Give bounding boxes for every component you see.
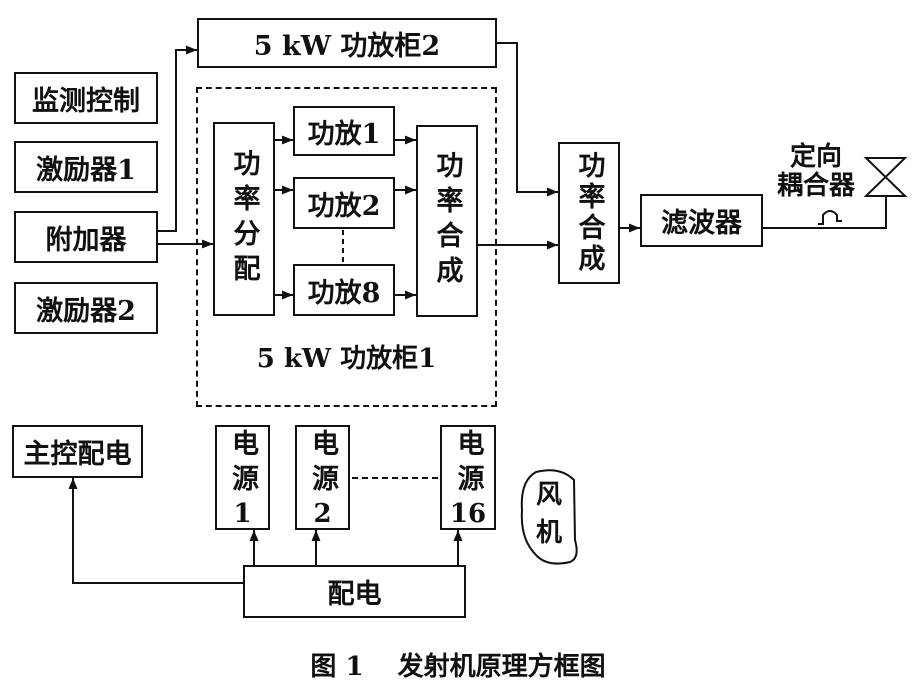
power-supply-16-block: 电源 16 (440, 425, 496, 530)
exciter-1-label: 激励器1 (36, 154, 136, 186)
amp-1-label: 功放1 (307, 118, 381, 150)
power-supply-1-label: 电源 (227, 428, 258, 499)
amp-cabinet-2-block: 5 kW 功放柜2 (197, 18, 497, 68)
antenna-icon (863, 157, 908, 197)
power-distribution-block: 配电 (243, 565, 466, 618)
figure-title: 发射机原理方框图 (397, 652, 606, 682)
filter-block: 滤波器 (640, 194, 763, 247)
power-supply-1-block: 电源 1 (215, 425, 270, 530)
power-supply-2-index: 2 (313, 498, 332, 529)
amp-cabinet-2-label: 5 kW 功放柜2 (253, 30, 441, 62)
power-supply-2-block: 电源 2 (295, 425, 350, 530)
amp-cabinet-1-label: 5 kW 功放柜1 (256, 344, 437, 374)
figure-number: 图 1 (310, 652, 364, 682)
power-divider-label: 功率分配 (228, 149, 260, 289)
power-supply-1-index: 1 (233, 498, 252, 529)
adder-label: 附加器 (45, 224, 127, 256)
outer-combiner-block: 功率合成 (558, 142, 620, 284)
amp-8-label: 功放8 (307, 277, 381, 309)
power-distribution-label: 配电 (327, 579, 382, 610)
amp-8-block: 功放8 (293, 264, 395, 316)
coupler-label-line-1: 定向 (789, 142, 842, 172)
coupler-symbol (818, 210, 842, 225)
exciter-2-label: 激励器2 (36, 295, 136, 327)
fan-label-line-1: 风 (535, 480, 562, 510)
amp-1-block: 功放1 (293, 106, 395, 156)
main-control-power-label: 主控配电 (23, 439, 132, 470)
fan-label: 风 机 (520, 476, 578, 552)
power-supply-2-label: 电源 (307, 428, 338, 499)
main-control-power-block: 主控配电 (12, 425, 143, 478)
monitor-control-block: 监测控制 (14, 72, 158, 124)
amp-2-label: 功放2 (307, 190, 381, 222)
power-supply-16-index: 16 (449, 498, 487, 529)
monitor-control-label: 监测控制 (32, 85, 140, 117)
exciter-1-block: 激励器1 (14, 141, 158, 193)
figure-caption: 图 1 发射机原理方框图 (0, 646, 916, 683)
adder-to-cabinet-2-arrow (158, 45, 197, 232)
filter-label: 滤波器 (661, 208, 742, 239)
outer-combiner-label: 功率合成 (573, 151, 605, 275)
directional-coupler-label: 定向 耦合器 (768, 143, 864, 201)
power-divider-block: 功率分配 (213, 122, 275, 316)
power-supply-16-label: 电源 (452, 428, 484, 499)
exciter-2-block: 激励器2 (14, 282, 158, 334)
amp-cabinet-1-container (196, 87, 497, 407)
fan-label-line-2: 机 (535, 518, 562, 548)
adder-block: 附加器 (14, 211, 158, 263)
coupler-label-line-2: 耦合器 (776, 171, 855, 201)
amp-2-block: 功放2 (293, 177, 395, 229)
inner-combiner-label: 功率合成 (431, 151, 463, 291)
cabinet-2-to-combiner-arrow (497, 42, 558, 197)
inner-combiner-block: 功率合成 (416, 125, 478, 317)
